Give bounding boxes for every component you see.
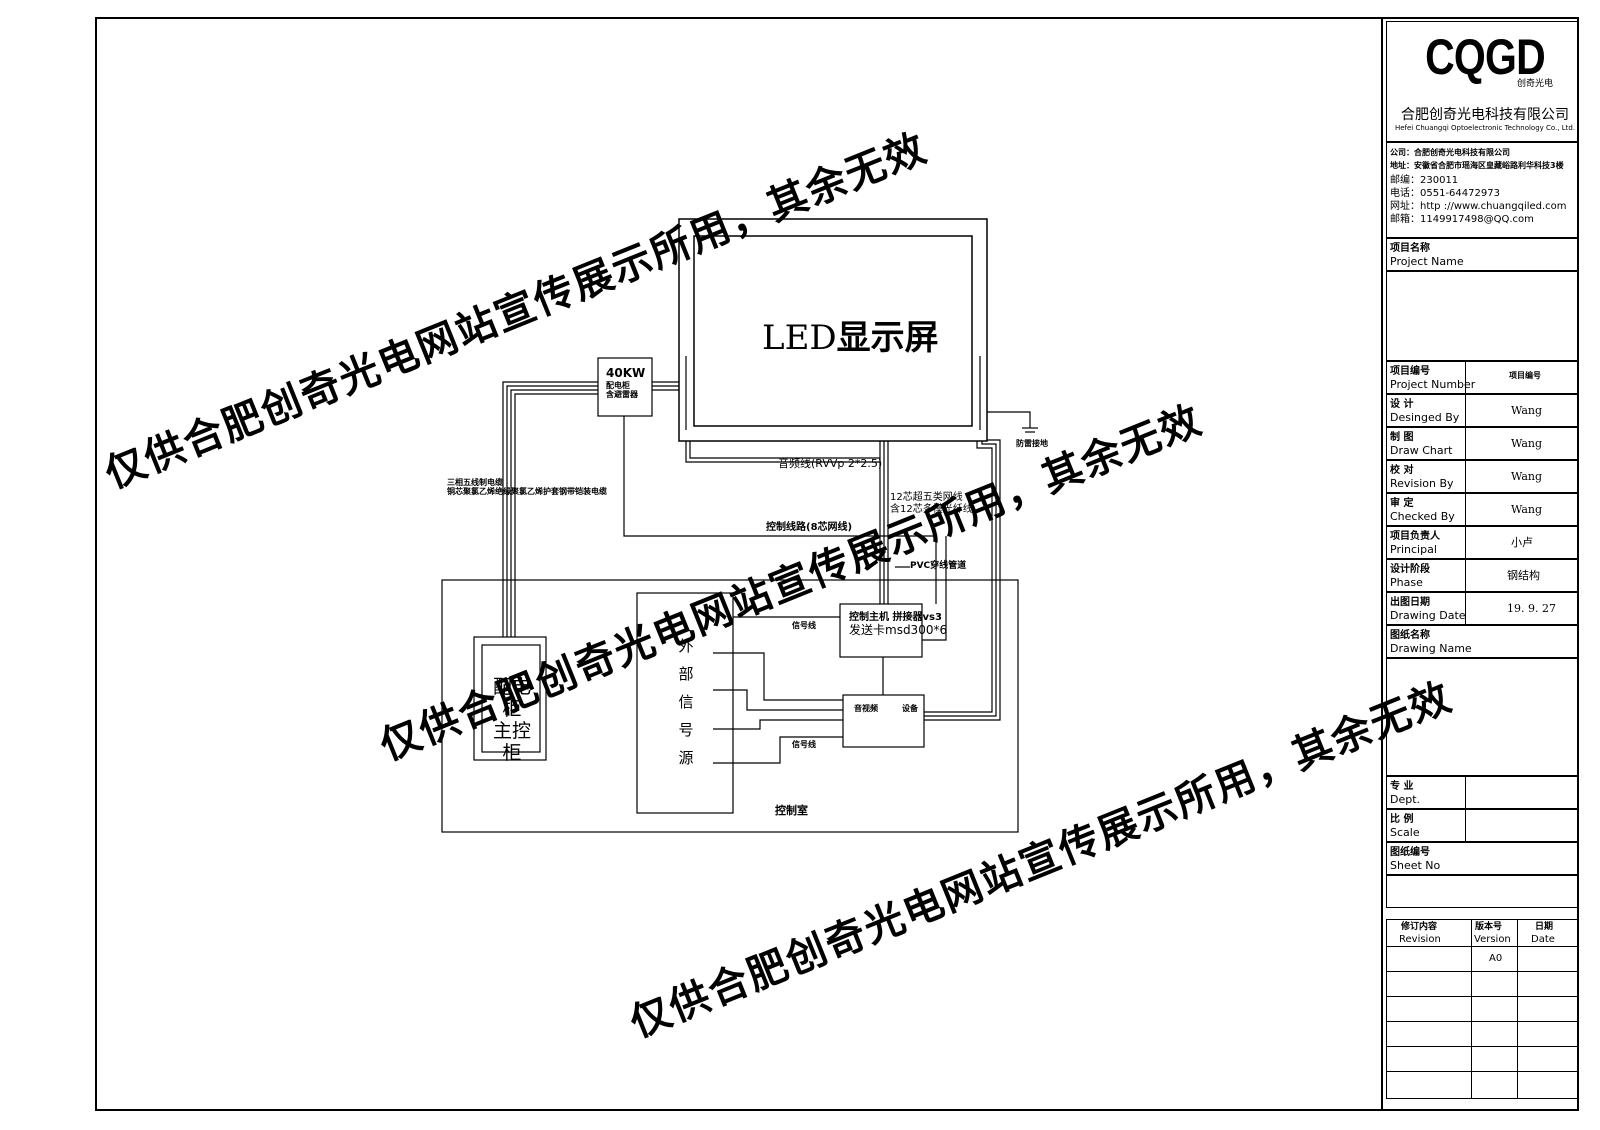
field-label-cn: 项目编号 [1390, 366, 1430, 377]
signal-line-label-top: 信号线 [792, 621, 816, 630]
company-logo: CQGD [1425, 29, 1546, 85]
company-name-en: Hefei Chuangqi Optoelectronic Technology… [1394, 124, 1576, 132]
field-label-cn: 设计阶段 [1390, 564, 1430, 575]
project-name-value-cell [1386, 271, 1579, 361]
project-name-en: Project Name [1390, 255, 1464, 268]
field-label-en: Draw Chart [1390, 444, 1453, 457]
cable-spec-label: 三相五线制电缆 铜芯聚氯乙烯绝缘聚氯乙烯护套钢带铠装电缆 [447, 478, 607, 497]
revision-header-en: Revision [1399, 934, 1441, 945]
control-host-label: 控制主机 拼接器vs3 发送卡msd300*6 [849, 612, 948, 637]
signal-cable-label: 音频线(RVVp 2*2.5) [778, 457, 883, 470]
drawing-name-value-cell [1386, 658, 1579, 776]
sheet-no-cell: 图纸编号 Sheet No [1386, 842, 1579, 875]
field-label-en: Project Number [1390, 378, 1476, 391]
version-value: A0 [1489, 953, 1503, 964]
scale-cell: 比 例 Scale [1386, 809, 1579, 842]
dept-cn: 专 业 [1390, 781, 1414, 792]
company-name-cn: 合肥创奇光电科技有限公司 [1401, 107, 1569, 123]
contact-postcode: 邮编：230011 [1390, 175, 1459, 186]
field-label-en: Revision By [1390, 477, 1454, 490]
pvc-pipe-label: PVC穿线管道 [910, 561, 967, 571]
drawing-name-en: Drawing Name [1390, 642, 1472, 655]
dept-en: Dept. [1390, 793, 1421, 806]
field-row-revision-by: 校 对 Revision By Wang [1386, 460, 1579, 493]
contact-website: 网址：http ://www.chuangqiled.com [1390, 201, 1567, 212]
av-device-label: 音视频设备 [854, 704, 918, 713]
field-value: 小卢 [1511, 536, 1533, 549]
field-row-phase: 设计阶段 Phase 钢结构 [1386, 559, 1579, 592]
field-value: Wang [1511, 503, 1543, 516]
scale-cn: 比 例 [1390, 814, 1414, 825]
field-row-draw-chart: 制 图 Draw Chart Wang [1386, 427, 1579, 460]
revision-table: 修订内容 Revision 版本号 Version 日期 Date A0 [1386, 919, 1579, 1099]
version-header-cn: 版本号 [1475, 922, 1503, 932]
field-label-cn: 项目负责人 [1390, 531, 1440, 542]
field-label-cn: 设 计 [1390, 399, 1414, 410]
contact-phone: 电话：0551-64472973 [1390, 188, 1500, 199]
contact-company: 公司：合肥创奇光电科技有限公司 [1390, 148, 1510, 157]
field-label-cn: 制 图 [1390, 432, 1414, 443]
title-block: CQGD 创奇光电 合肥创奇光电科技有限公司 Hefei Chuangqi Op… [1381, 19, 1579, 1109]
signal-line-label-bottom: 信号线 [792, 740, 816, 749]
field-row-principal: 项目负责人 Principal 小卢 [1386, 526, 1579, 559]
field-label-en: Phase [1390, 576, 1423, 589]
field-label-cn: 校 对 [1390, 465, 1414, 476]
field-value: 钢结构 [1507, 569, 1540, 582]
logo-cell: CQGD 创奇光电 合肥创奇光电科技有限公司 Hefei Chuangqi Op… [1386, 21, 1579, 142]
date-header-cn: 日期 [1535, 922, 1554, 932]
contact-cell: 公司：合肥创奇光电科技有限公司 地址：安徽省合肥市瑶海区皇藏峪路利华科技3楼 邮… [1386, 142, 1579, 238]
field-row-project-number: 项目编号 Project Number 项目编号 [1386, 361, 1579, 394]
field-value: 项目编号 [1509, 371, 1541, 380]
cabinet-label: 配电柜 主控柜 [492, 676, 531, 764]
project-name-cell: 项目名称 Project Name [1386, 238, 1579, 271]
field-row-drawing-date: 出图日期 Drawing Date 19. 9. 27 [1386, 592, 1579, 625]
field-label-cn: 审 定 [1390, 498, 1414, 509]
sheet-no-value-cell [1386, 875, 1579, 908]
control-room-label: 控制室 [775, 804, 808, 817]
drawing-name-cn: 图纸名称 [1390, 630, 1430, 641]
field-row-designed-by: 设 计 Desinged By Wang [1386, 394, 1579, 427]
field-label-en: Principal [1390, 543, 1437, 556]
field-label-en: Desinged By [1390, 411, 1460, 424]
date-header-en: Date [1531, 934, 1555, 945]
field-value: Wang [1511, 470, 1543, 483]
scale-en: Scale [1390, 826, 1420, 839]
logo-subtext: 创奇光电 [1517, 79, 1554, 89]
led-screen-title: LED显示屏 [762, 318, 939, 358]
field-value: 19. 9. 27 [1507, 602, 1556, 615]
field-label-en: Drawing Date [1390, 609, 1466, 622]
power-box-label: 40KW 配电柜 含避雷器 [606, 366, 646, 399]
control-line-label: 控制线路(8芯网线) [766, 522, 853, 533]
sheet-no-en: Sheet No [1390, 859, 1441, 872]
network-cable-label: 12芯超五类网线 含12芯多模光纤线 [890, 492, 973, 515]
field-value: Wang [1511, 437, 1543, 450]
ground-label: 防雷接地 [1016, 439, 1048, 448]
field-row-checked-by: 审 定 Checked By Wang [1386, 493, 1579, 526]
project-name-cn: 项目名称 [1390, 243, 1430, 254]
sheet-no-cn: 图纸编号 [1390, 847, 1430, 858]
dept-cell: 专 业 Dept. [1386, 776, 1579, 809]
field-value: Wang [1511, 404, 1543, 417]
drawing-name-cell: 图纸名称 Drawing Name [1386, 625, 1579, 658]
external-signal-source-label: 外 部 信 号 源 [678, 637, 694, 767]
contact-address: 地址：安徽省合肥市瑶海区皇藏峪路利华科技3楼 [1390, 161, 1564, 170]
field-label-en: Checked By [1390, 510, 1455, 523]
revision-header-cn: 修订内容 [1401, 922, 1438, 932]
field-label-cn: 出图日期 [1390, 597, 1430, 608]
version-header-en: Version [1474, 934, 1511, 945]
contact-email: 邮箱：1149917498@QQ.com [1390, 214, 1534, 225]
